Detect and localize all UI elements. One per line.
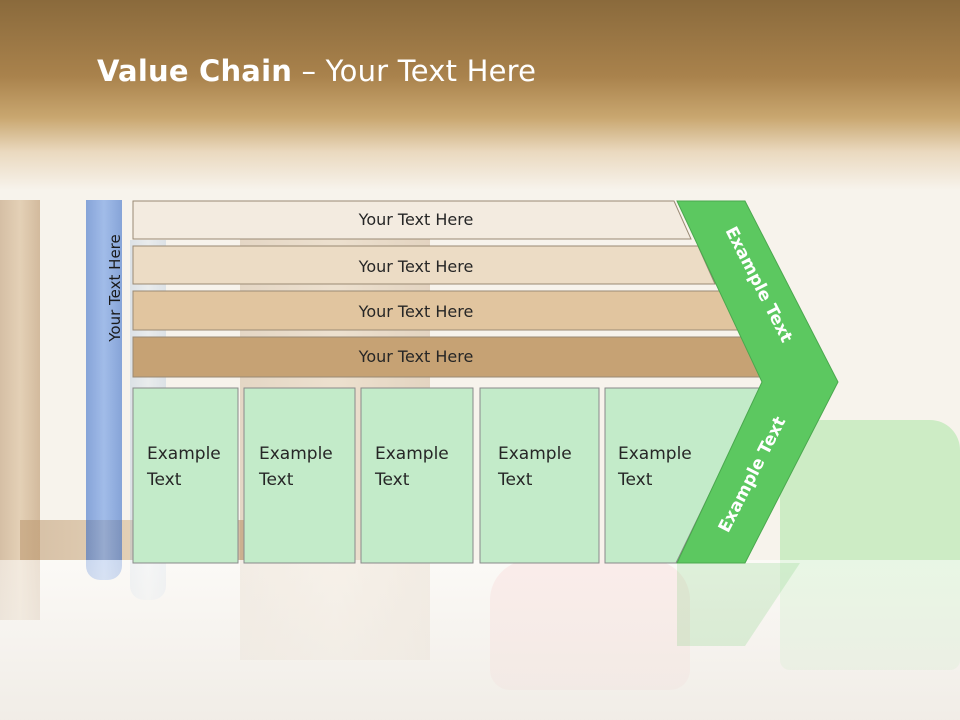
cell-box-3[interactable]: [360, 387, 474, 564]
cell-box-1[interactable]: [132, 387, 239, 564]
cell-2-line1: Example: [259, 444, 333, 464]
row-label-3: Your Text Here: [358, 302, 474, 321]
row-label-2: Your Text Here: [358, 257, 474, 276]
cell-box-2[interactable]: [243, 387, 356, 564]
row-bar-2[interactable]: [132, 245, 716, 285]
cell-4-line1: Example: [498, 444, 572, 464]
cell-3-line2: Text: [374, 470, 410, 490]
cell-1-line1: Example: [147, 444, 221, 464]
cells: [132, 387, 762, 564]
title-rest: – Your Text Here: [292, 54, 537, 88]
blue-test-tube: [86, 200, 122, 580]
cell-5-line2: Text: [617, 470, 653, 490]
table-surface: [0, 560, 960, 720]
cell-2-line2: Text: [258, 470, 294, 490]
title-bold: Value Chain: [97, 54, 293, 88]
cell-5-line1: Example: [618, 444, 692, 464]
cell-1-line2: Text: [146, 470, 182, 490]
header-band: [0, 0, 960, 190]
row-label-4: Your Text Here: [358, 347, 474, 366]
chevron-arrow[interactable]: [676, 200, 839, 564]
row-bars: [132, 200, 764, 378]
cell-4-line2: Text: [497, 470, 533, 490]
cell-box-5[interactable]: [604, 387, 762, 564]
cell-box-4[interactable]: [479, 387, 600, 564]
cell-3-line1: Example: [375, 444, 449, 464]
row-bar-1[interactable]: [132, 200, 692, 240]
row-label-1: Your Text Here: [358, 210, 474, 229]
reflection: [677, 563, 800, 646]
slide-title: Value Chain – Your Text Here: [97, 54, 536, 88]
